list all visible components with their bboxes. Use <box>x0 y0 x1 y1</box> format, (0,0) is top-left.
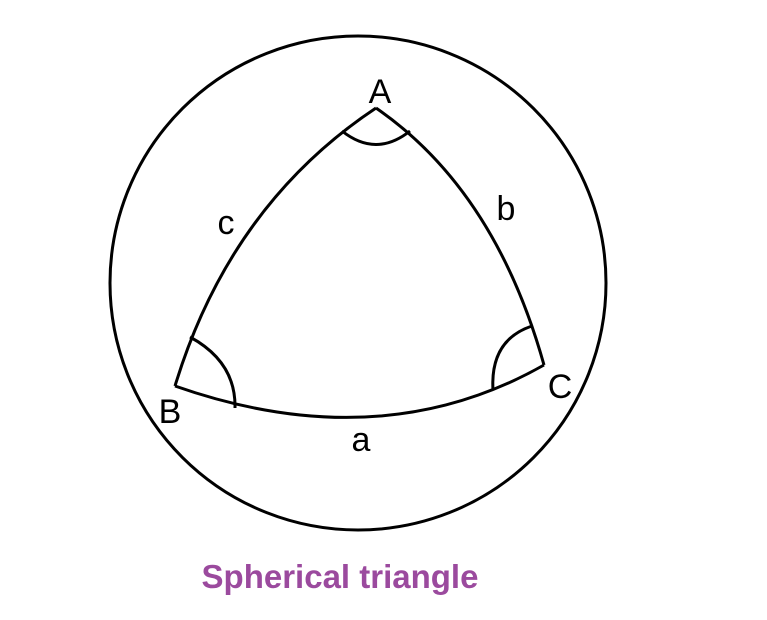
angle-c-arc <box>491 324 533 391</box>
vertex-label-a: A <box>369 73 392 111</box>
vertex-label-b: B <box>159 393 182 431</box>
side-c-arc <box>173 106 377 387</box>
angle-b-arc <box>189 335 237 409</box>
sphere-outline <box>108 34 608 532</box>
angle-a-arc <box>341 129 411 146</box>
side-a-arc <box>174 363 545 419</box>
vertex-label-c: C <box>548 368 573 406</box>
diagram-caption: Spherical triangle <box>201 558 479 595</box>
side-b-arc <box>375 106 546 366</box>
side-label-c: c <box>218 204 235 242</box>
side-label-a: a <box>352 421 371 459</box>
side-label-b: b <box>497 190 516 228</box>
